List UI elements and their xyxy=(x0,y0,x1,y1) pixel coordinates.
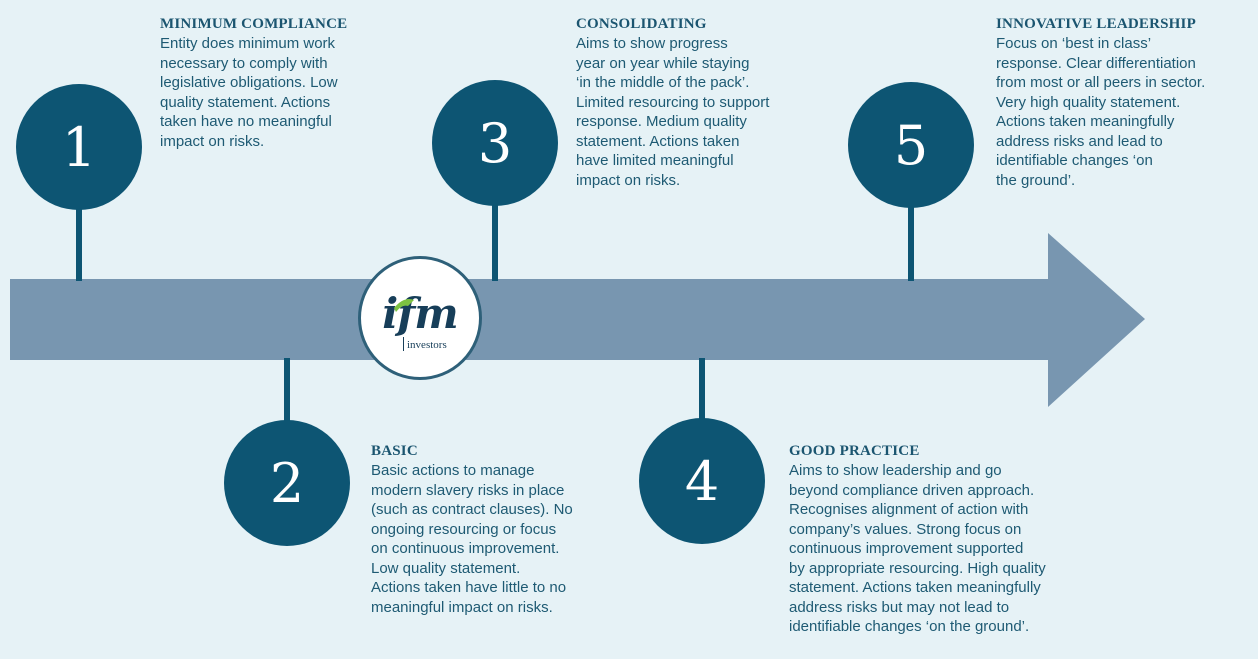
logo-subtitle: investors xyxy=(407,339,447,351)
stage-5-number: 5 xyxy=(893,113,929,177)
stage-4-connector xyxy=(699,358,705,434)
stage-1-description: Entity does minimum work necessary to co… xyxy=(160,35,338,150)
logo-wordmark: ifm xyxy=(382,289,458,338)
arrow-shape xyxy=(10,233,1145,407)
stage-2-number-circle: 2 xyxy=(224,420,350,546)
stage-1-title: MINIMUM COMPLIANCE xyxy=(160,16,348,32)
stage-2-number: 2 xyxy=(269,451,305,515)
logo-accent-icon xyxy=(394,299,414,312)
stage-5-title: INNOVATIVE LEADERSHIP xyxy=(996,16,1196,32)
stage-3-text: CONSOLIDATING Aims to show progress year… xyxy=(576,16,769,190)
stage-4-title: GOOD PRACTICE xyxy=(789,443,920,459)
stage-1-text: MINIMUM COMPLIANCE Entity does minimum w… xyxy=(160,16,347,151)
stage-5-number-circle: 5 xyxy=(848,82,974,208)
stage-3-number-circle: 3 xyxy=(432,80,558,206)
stage-2-title: BASIC xyxy=(371,443,418,459)
stage-3-connector xyxy=(492,200,498,281)
logo-divider xyxy=(403,337,404,351)
stage-2-text: BASIC Basic actions to manage modern sla… xyxy=(371,443,573,617)
stage-4-number-circle: 4 xyxy=(639,418,765,544)
stage-5-description: Focus on ‘best in class’ response. Clear… xyxy=(996,35,1206,189)
stage-2-connector xyxy=(284,358,290,436)
stage-4-number: 4 xyxy=(684,449,720,513)
stage-5-text: INNOVATIVE LEADERSHIP Focus on ‘best in … xyxy=(996,16,1205,190)
stage-4-description: Aims to show leadership and go beyond co… xyxy=(789,462,1046,635)
stage-3-description: Aims to show progress year on year while… xyxy=(576,35,770,189)
stage-4-text: GOOD PRACTICE Aims to show leadership an… xyxy=(789,443,1046,637)
stage-1-number: 1 xyxy=(61,115,97,179)
ifm-investors-logo: ifm investors xyxy=(358,256,482,380)
stage-1-number-circle: 1 xyxy=(16,84,142,210)
stage-5-connector xyxy=(908,200,914,281)
stage-2-description: Basic actions to manage modern slavery r… xyxy=(371,462,573,616)
stage-1-connector xyxy=(76,205,82,281)
stage-3-number: 3 xyxy=(477,111,513,175)
stage-3-title: CONSOLIDATING xyxy=(576,16,707,32)
